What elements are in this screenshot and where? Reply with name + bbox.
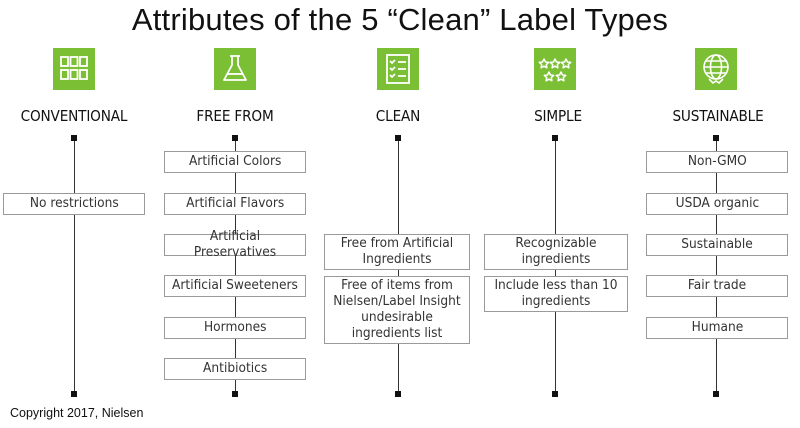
attribute-box: No restrictions (3, 193, 145, 215)
column-label: FREE FROM (196, 107, 274, 125)
attribute-box: Artificial Sweeteners (164, 275, 306, 297)
attribute-box: Hormones (164, 317, 306, 339)
flask-icon (214, 48, 256, 90)
attribute-box: Antibiotics (164, 358, 306, 380)
attribute-box: Free from Artificial Ingredients (324, 234, 470, 270)
timeline-dot-top (552, 135, 558, 141)
timeline-dot-bottom (713, 391, 719, 397)
attribute-box: Artificial Preservatives (164, 229, 306, 260)
column-sustainable: SUSTAINABLE Non-GMO USDA organic Sustain… (638, 0, 798, 428)
column-label: SUSTAINABLE (672, 107, 764, 125)
timeline-dot-top (395, 135, 401, 141)
column-label: SIMPLE (534, 107, 582, 125)
column-free-from: FREE FROM Artificial Colors Artificial F… (155, 0, 315, 428)
column-label: CLEAN (375, 107, 421, 125)
attribute-box: Artificial Flavors (164, 193, 306, 215)
timeline-dot-bottom (552, 391, 558, 397)
attribute-box: Free of items from Nielsen/Label Insight… (324, 276, 470, 344)
attribute-box: Humane (646, 317, 788, 339)
column-clean: CLEAN Free from Artificial Ingredients F… (318, 0, 478, 428)
attribute-box: Recognizable ingredients (484, 234, 628, 270)
grid-boxes-icon (53, 48, 95, 90)
attribute-box: Include less than 10 ingredients (484, 276, 628, 312)
timeline-line (716, 138, 717, 394)
timeline-dot-bottom (395, 391, 401, 397)
timeline-line (235, 138, 236, 394)
globe-handshake-icon (695, 48, 737, 90)
timeline-dot-top (713, 135, 719, 141)
copyright-notice: Copyright 2017, Nielsen (10, 406, 144, 420)
checklist-icon (377, 48, 419, 90)
attribute-box: Artificial Colors (164, 151, 306, 173)
attribute-box: Sustainable (646, 234, 788, 256)
attribute-box: USDA organic (646, 193, 788, 215)
timeline-dot-top (71, 135, 77, 141)
timeline-dot-top (232, 135, 238, 141)
attribute-box: Non-GMO (646, 151, 788, 173)
timeline-dot-bottom (232, 391, 238, 397)
timeline-line (74, 138, 75, 394)
timeline-dot-bottom (71, 391, 77, 397)
column-simple: SIMPLE Recognizable ingredients Include … (478, 0, 638, 428)
column-conventional: CONVENTIONAL No restrictions (0, 0, 154, 428)
diagram-title: Attributes of the 5 “Clean” Label Types (131, 2, 669, 37)
column-label: CONVENTIONAL (20, 107, 128, 125)
stars-icon (534, 48, 576, 90)
attribute-box: Fair trade (646, 275, 788, 297)
